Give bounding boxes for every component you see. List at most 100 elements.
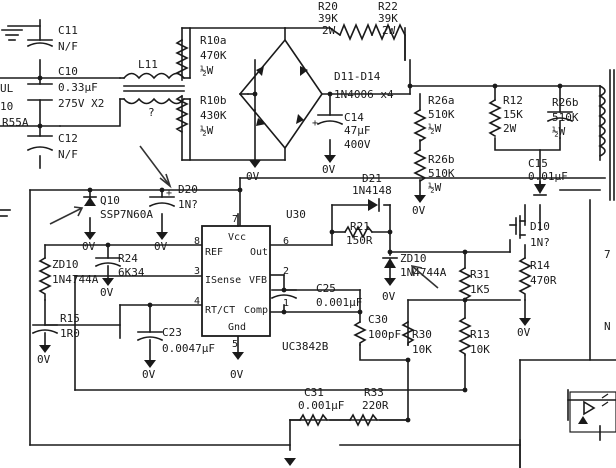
- c15-ref: R26b: [552, 96, 579, 109]
- svg-text:0V: 0V: [142, 368, 156, 381]
- transformer: [598, 69, 615, 201]
- c12-value: N/F: [58, 148, 78, 161]
- ic-part: UC3842B: [282, 340, 329, 353]
- ground-symbols: 0V 0V 0V 0V 0V 0V 0V 0V 0V 0V 0V: [0, 29, 531, 466]
- svg-text:0V: 0V: [322, 163, 336, 176]
- r14-ref: R13: [470, 328, 490, 341]
- c20-value: 1N?: [178, 198, 198, 211]
- c10-value2: 275V X2: [58, 97, 104, 110]
- ic-ref: U30: [286, 208, 306, 221]
- capacitor-c31: C23 0.0047µF: [136, 326, 215, 361]
- capacitor-c23: R15 1R0: [31, 312, 80, 346]
- capacitor-c10: C10 0.33µF 275V X2: [27, 65, 104, 110]
- r26b-ref: R26b: [428, 153, 455, 166]
- pin-gnd-label: Gnd: [228, 322, 246, 333]
- resistor-r14: R13 10K: [458, 316, 490, 356]
- r10b-value2: ½W: [200, 124, 214, 137]
- ic-u30: U30 UC3842B 7 8 6 3 2 4 1 5 Vcc REF Out …: [194, 208, 329, 353]
- svg-text:0V: 0V: [82, 240, 96, 253]
- c15-value2: ½W: [552, 125, 566, 138]
- svg-text:0V: 0V: [100, 286, 114, 299]
- capacitor-c11: C11 N/F: [26, 24, 78, 53]
- r24-value: 1N4744A: [52, 273, 99, 286]
- diode-d20: Q10 SSP7N60A: [83, 194, 153, 221]
- c14-value: 47µF: [344, 124, 371, 137]
- pin-8-number: 8: [194, 236, 200, 247]
- r14-value: 10K: [470, 343, 490, 356]
- c15-value: 510K: [552, 111, 579, 124]
- r26b-value2: ½W: [428, 181, 442, 194]
- d21-value: 1N4148: [352, 184, 392, 197]
- zener-zd10: ZD10 1N4744A: [382, 252, 447, 279]
- edge-labels: UL 10 R55A 7 N: [0, 82, 611, 333]
- r21-ref: R21: [350, 220, 370, 233]
- svg-text:0V: 0V: [230, 368, 244, 381]
- capacitor-c14: + C14 47µF 400V: [312, 111, 371, 151]
- l11-value: ?: [148, 106, 155, 119]
- l11-ref: L11: [138, 58, 158, 71]
- svg-text:0V: 0V: [412, 204, 426, 217]
- r32-ref: R33: [364, 386, 384, 399]
- r32-value: 220R: [362, 399, 389, 412]
- r33-value: 0.001µF: [298, 399, 344, 412]
- c10-ref: C10: [58, 65, 78, 78]
- r26a-value: 510K: [428, 108, 455, 121]
- resistor-r20: R20 39K 2W: [318, 0, 374, 42]
- zd10-value: 1N4744A: [400, 266, 447, 279]
- r33-ref: C31: [304, 386, 324, 399]
- r21-value: 150R: [346, 234, 373, 247]
- pin-6-number: 6: [283, 236, 289, 247]
- r20-value2: 2W: [322, 24, 336, 37]
- annotation-arrows: [49, 145, 439, 289]
- resistor-r26b: R26b 510K ½W: [413, 148, 455, 194]
- q10-value: 1N?: [530, 236, 550, 249]
- r10b-ref: R10b: [200, 94, 227, 107]
- pin-vfb-label: VFB: [249, 275, 267, 286]
- c11-ref: C11: [58, 24, 78, 37]
- r22-value: 39K: [378, 12, 398, 25]
- r30-ref: C30: [368, 313, 388, 326]
- capacitor-c25: R24 6K34: [94, 252, 145, 279]
- c12-ref: C12: [58, 132, 78, 145]
- pin-3-number: 3: [194, 266, 200, 277]
- inductor-l11: L11 ?: [122, 58, 186, 119]
- label-n: N: [604, 320, 611, 333]
- r26a-ref: R26a: [428, 94, 455, 107]
- resistor-r10a: R10a 470K ½W: [175, 34, 227, 78]
- diode-d10: C15 0.01µF: [528, 157, 568, 196]
- r10a-value2: ½W: [200, 64, 214, 77]
- r20-value: 39K: [318, 12, 338, 25]
- r24-ref: ZD10: [52, 258, 79, 271]
- r12-value2: 2W: [503, 122, 517, 135]
- c23-value: 1R0: [60, 327, 80, 340]
- resistor-r26a: R26a 510K ½W: [413, 94, 455, 143]
- pin-1-number: 1: [283, 298, 289, 309]
- r12-value: 15K: [503, 108, 523, 121]
- resistor-r24: ZD10 1N4744A: [38, 256, 99, 301]
- svg-text:+: +: [166, 188, 172, 199]
- d20-ref: Q10: [100, 194, 120, 207]
- wires: [0, 19, 616, 468]
- bridge-rectifier: D11-D14 1N4006 x4: [238, 38, 394, 150]
- capacitor-c15: R26b 510K ½W: [546, 96, 579, 139]
- capacitor-c30: C25 0.001µF: [270, 282, 362, 309]
- r13-value: 1K5: [470, 283, 490, 296]
- r22-ref: R22: [378, 0, 398, 13]
- optocoupler: [519, 391, 616, 468]
- label-10: 10: [0, 100, 13, 113]
- pin-vcc-label: Vcc: [228, 232, 246, 243]
- diode-d21: D21 1N4148: [352, 172, 392, 212]
- pin-7-number: 7: [232, 214, 238, 225]
- c14-ref: C14: [344, 111, 364, 124]
- svg-text:+: +: [312, 118, 318, 129]
- c30-value: 0.001µF: [316, 296, 362, 309]
- svg-text:0V: 0V: [37, 353, 51, 366]
- pin-rtct-label: RT/CT: [205, 305, 235, 316]
- r20-ref: R20: [318, 0, 338, 13]
- pin-ref-label: REF: [205, 247, 223, 258]
- c30-ref: C25: [316, 282, 336, 295]
- r15-value: 470R: [530, 274, 557, 287]
- c20-ref: D20: [178, 183, 198, 196]
- r31-ref: R30: [412, 328, 432, 341]
